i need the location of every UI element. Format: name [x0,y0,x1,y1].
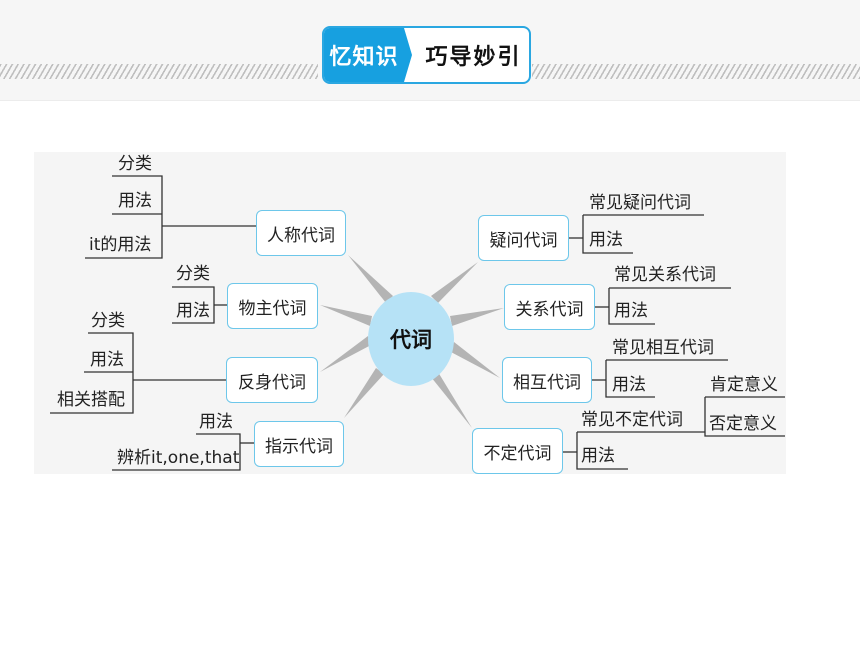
node-ren-cheng-dai-ci: 人称代词 [256,210,346,256]
leaf-wu-zhu-yong-fa: 用法 [176,301,210,321]
leaf-fan-shen-yong-fa: 用法 [90,350,124,370]
leaf-bu-ding-yong-fa: 用法 [581,446,615,466]
center-spokes [320,255,504,428]
center-node: 代词 [368,292,454,386]
badge-title-left: 忆知识 [324,28,412,82]
hatch-decoration-right [532,64,860,79]
leaf-bu-ding-chang-jian: 常见不定代词 [581,410,683,430]
spoke-bu-ding [431,372,472,428]
branch-lines [50,175,785,471]
spoke-wu-zhu [320,305,372,326]
leaf-fou-ding-yi-yi: 否定意义 [709,414,777,434]
spoke-yi-wen [431,262,478,303]
header-band: 忆知识 巧导妙引 [0,0,860,101]
spoke-ren-cheng [348,255,393,303]
leaf-ren-cheng-it-yong-fa: it的用法 [89,235,152,255]
badge-title-right: 巧导妙引 [425,45,522,70]
leaf-ken-ding-yi-yi: 肯定意义 [710,375,778,395]
leaf-guan-xi-chang-jian: 常见关系代词 [614,265,716,285]
spoke-fan-shen [320,336,371,372]
hatch-decoration-left [0,64,318,79]
leaf-fan-shen-xiang-guan-da-pei: 相关搭配 [57,390,125,410]
node-zhi-shi-dai-ci: 指示代词 [254,421,344,467]
leaf-ren-cheng-yong-fa: 用法 [118,191,152,211]
leaf-wu-zhu-fen-lei: 分类 [176,264,210,284]
leaf-yi-wen-chang-jian: 常见疑问代词 [589,193,691,213]
leaf-zhi-shi-bian-xi: 辨析it,one,that [117,448,240,468]
node-wu-zhu-dai-ci: 物主代词 [227,283,318,329]
leaf-guan-xi-yong-fa: 用法 [614,301,648,321]
leaf-zhi-shi-yong-fa: 用法 [199,412,233,432]
leaf-yi-wen-yong-fa: 用法 [589,230,623,250]
spoke-guan-xi [450,308,504,326]
spoke-zhi-shi [344,368,384,418]
leaf-xiang-hu-yong-fa: 用法 [612,375,646,395]
node-guan-xi-dai-ci: 关系代词 [504,284,595,330]
node-bu-ding-dai-ci: 不定代词 [472,428,563,474]
node-yi-wen-dai-ci: 疑问代词 [478,215,569,261]
leaf-fan-shen-fen-lei: 分类 [91,311,125,331]
section-title-badge: 忆知识 巧导妙引 [322,26,531,84]
leaf-xiang-hu-chang-jian: 常见相互代词 [612,338,714,358]
node-xiang-hu-dai-ci: 相互代词 [502,357,592,403]
spoke-xiang-hu [449,342,500,378]
node-fan-shen-dai-ci: 反身代词 [226,357,318,403]
leaf-ren-cheng-fen-lei: 分类 [118,154,152,174]
